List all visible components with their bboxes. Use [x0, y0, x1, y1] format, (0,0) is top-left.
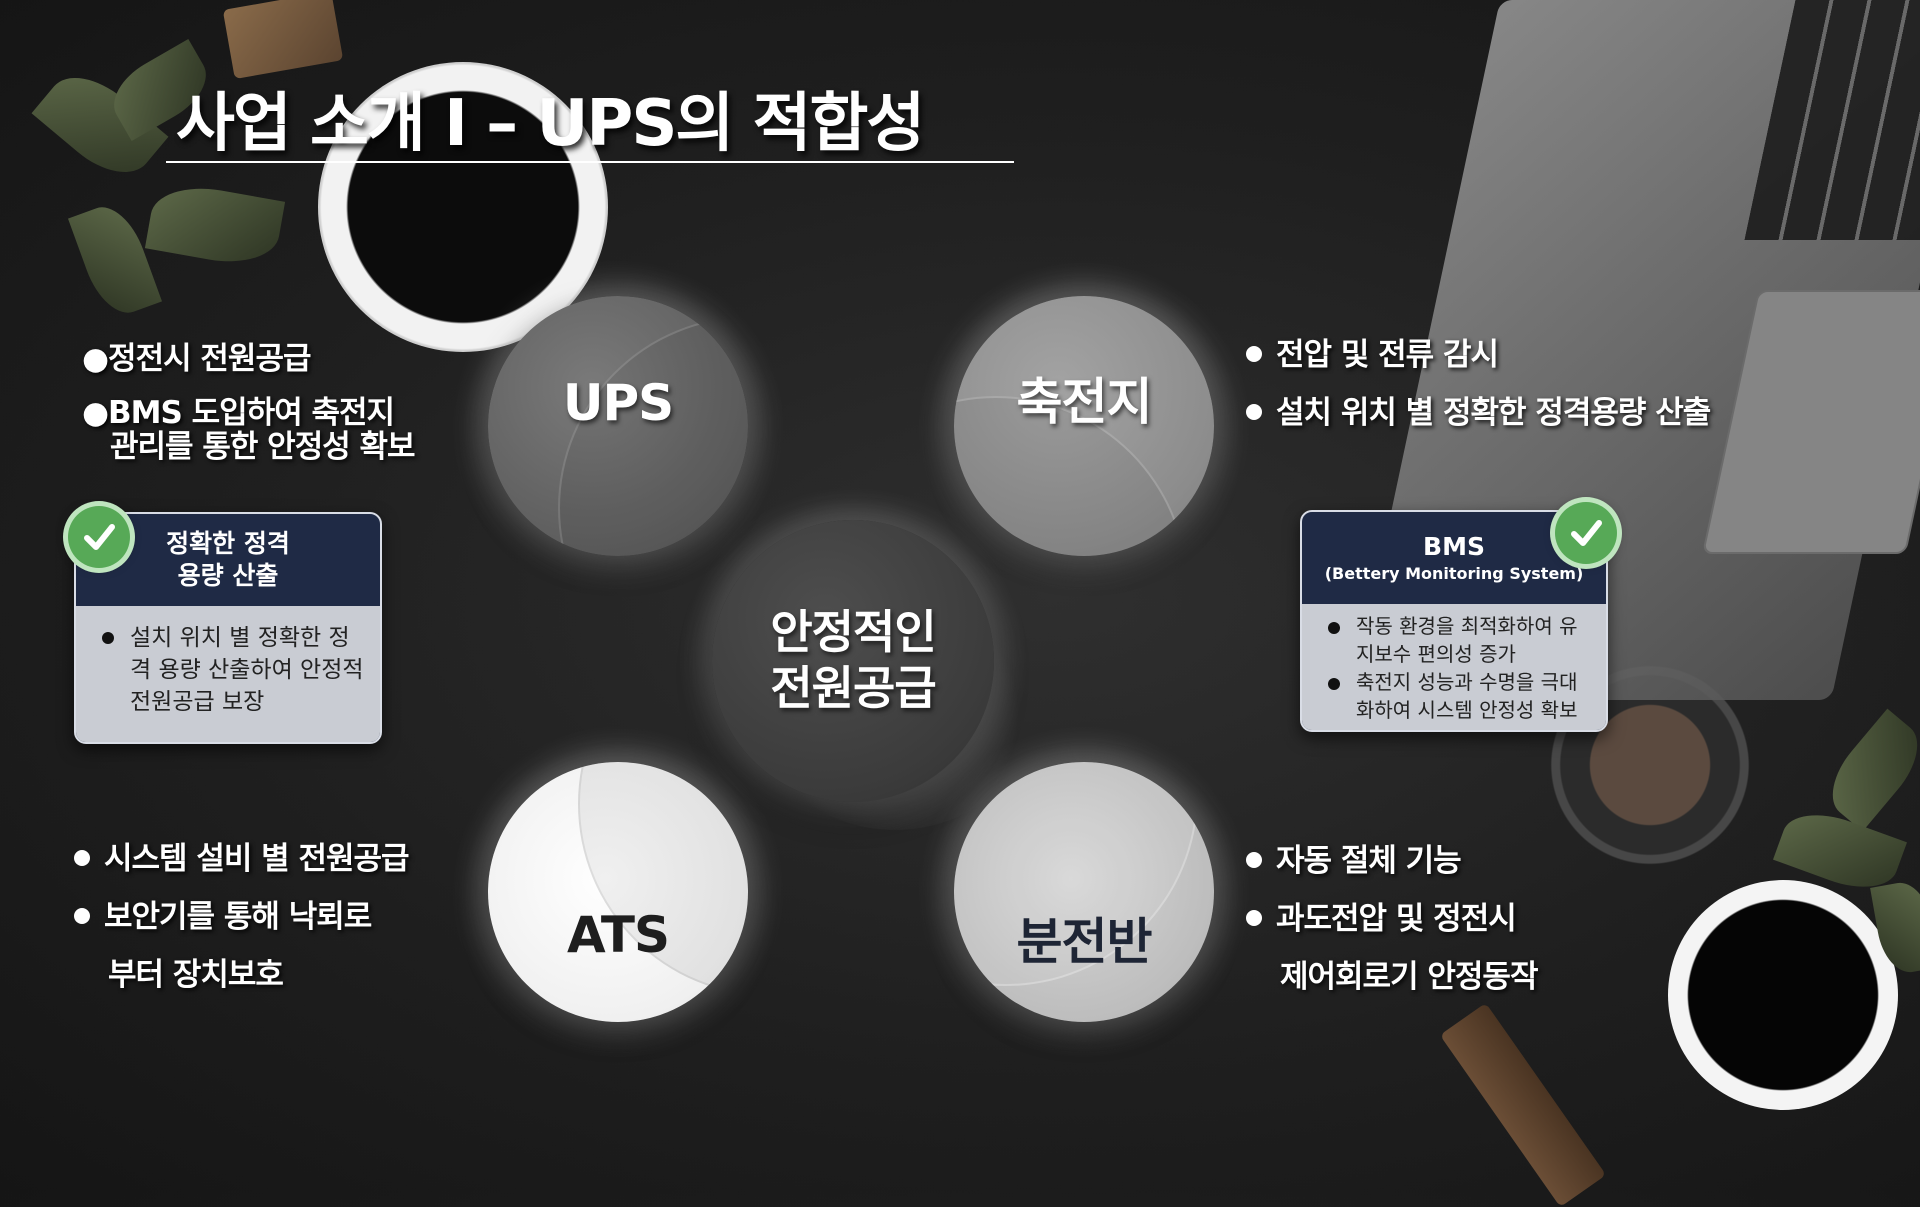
capacity-card: 정확한 정격 용량 산출 설치 위치 별 정확한 정격 용량 산출하여 안정적 …	[74, 512, 382, 744]
brush-decoration	[1439, 1002, 1607, 1207]
bullet-dot	[74, 907, 90, 924]
ups-point-2-line2: 관리를 통한 안정성 확보	[110, 429, 416, 465]
distribution-point-1-text: 자동 절체 기능	[1276, 843, 1462, 879]
battery-label: 축전지	[1016, 373, 1153, 431]
capacity-card-header: 정확한 정격 용량 산출	[76, 514, 380, 606]
page-title: 사업 소개 Ⅰ – UPS의 적합성	[176, 87, 925, 161]
distribution-point-2-line1-text: 과도전압 및 정전시	[1276, 901, 1517, 937]
ups-circle: UPS	[488, 296, 748, 556]
battery-circle: 축전지	[954, 296, 1214, 556]
check-circle-icon	[1555, 502, 1617, 564]
ups-label: UPS	[562, 374, 674, 432]
ats-point-1: 시스템 설비 별 전원공급	[74, 841, 410, 877]
wood-block-decoration	[222, 0, 344, 80]
bullet-dot	[1246, 403, 1262, 420]
ups-point-2-line1: ●BMS 도입하여 축전지	[82, 395, 395, 431]
battery-point-1-text: 전압 및 전류 감시	[1276, 337, 1499, 373]
bms-card-title: BMS	[1423, 532, 1485, 561]
plant-leaf-decoration	[144, 179, 286, 271]
check-circle-icon	[68, 506, 130, 568]
bms-card-bullet-2: 축전지 성능과 수명을 극대화하여 시스템 안정성 확보	[1316, 668, 1592, 724]
bms-card-body: 작동 환경을 최적화하여 유지보수 편의성 증가 축전지 성능과 수명을 극대화…	[1302, 604, 1606, 730]
bms-card: BMS (Bettery Monitoring System) 작동 환경을 최…	[1300, 510, 1608, 732]
distribution-circle: 분전반	[954, 762, 1214, 1022]
distribution-point-1: 자동 절체 기능	[1246, 843, 1462, 879]
capacity-card-title-line2: 용량 산출	[177, 561, 279, 590]
ats-point-1-text: 시스템 설비 별 전원공급	[104, 841, 410, 877]
bms-card-header: BMS (Bettery Monitoring System)	[1302, 512, 1606, 604]
ats-point-2-line1: 보안기를 통해 낙뢰로	[74, 899, 372, 935]
coffee-cup-top-decoration	[318, 62, 608, 352]
distribution-point-2-line2: 제어회로기 안정동작	[1280, 959, 1538, 995]
capacity-card-body: 설치 위치 별 정확한 정격 용량 산출하여 안정적 전원공급 보장	[76, 606, 380, 742]
center-label-line1: 안정적인	[770, 605, 936, 659]
plant-leaf-decoration	[1816, 708, 1920, 832]
bullet-dot	[1246, 851, 1262, 868]
bullet-dot	[74, 849, 90, 866]
battery-point-1: 전압 및 전류 감시	[1246, 337, 1499, 373]
center-label-line2: 전원공급	[770, 661, 936, 715]
bullet-dot	[1246, 345, 1262, 362]
ups-point-1: ●정전시 전원공급	[82, 341, 311, 377]
capacity-card-title-line1: 정확한 정격	[166, 529, 290, 558]
ats-circle: ATS	[488, 762, 748, 1022]
bms-card-subtitle: (Bettery Monitoring System)	[1324, 564, 1584, 583]
battery-point-2-text: 설치 위치 별 정확한 정격용량 산출	[1276, 395, 1711, 431]
bullet-dot	[1246, 909, 1262, 926]
title-underline	[166, 161, 1014, 163]
capacity-card-bullet: 설치 위치 별 정확한 정격 용량 산출하여 안정적 전원공급 보장	[90, 622, 366, 718]
ats-label: ATS	[567, 906, 670, 964]
ats-point-2-line1-text: 보안기를 통해 낙뢰로	[104, 899, 372, 935]
battery-point-2: 설치 위치 별 정확한 정격용량 산출	[1246, 395, 1711, 431]
distribution-label: 분전반	[1016, 913, 1153, 971]
center-circle: 안정적인 전원공급	[712, 520, 994, 802]
plant-leaf-decoration	[67, 198, 163, 322]
coffee-cup-bottom-decoration	[1668, 880, 1898, 1110]
distribution-point-2-line1: 과도전압 및 정전시	[1246, 901, 1517, 937]
bms-card-bullet-1: 작동 환경을 최적화하여 유지보수 편의성 증가	[1316, 612, 1592, 668]
ats-point-2-line2: 부터 장치보호	[108, 957, 284, 993]
center-label: 안정적인 전원공급	[712, 604, 994, 716]
